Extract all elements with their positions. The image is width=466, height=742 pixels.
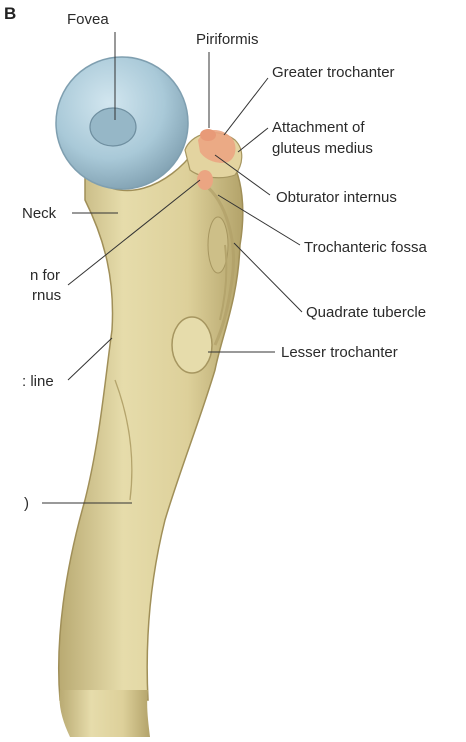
leader-quadrate-tubercle [234,243,302,312]
label-obturator-internus: Obturator internus [276,188,397,207]
label-quadrate-tubercle: Quadrate tubercle [306,303,426,322]
label-fovea: Fovea [67,10,109,29]
label-groove-line1: n for [30,266,60,285]
leader-greater-trochanter [224,78,268,135]
lesser-trochanter [172,317,212,373]
label-line: : line [22,372,54,391]
label-trochanteric-fossa: Trochanteric fossa [304,238,427,257]
fovea-pit [90,108,136,146]
label-attachment-line1: Attachment of [272,118,365,137]
leader-attachment [238,128,268,152]
label-shaft: ) [24,494,29,513]
label-piriformis: Piriformis [196,30,259,49]
label-groove-line2: rnus [32,286,61,305]
panel-letter: B [4,4,16,24]
label-neck: Neck [22,204,56,223]
label-lesser-trochanter: Lesser trochanter [281,343,398,362]
leader-line [68,338,112,380]
label-greater-trochanter: Greater trochanter [272,63,395,82]
label-attachment-line2: gluteus medius [272,139,373,158]
piriformis-attachment [200,129,216,141]
femur-shaft [59,690,150,737]
